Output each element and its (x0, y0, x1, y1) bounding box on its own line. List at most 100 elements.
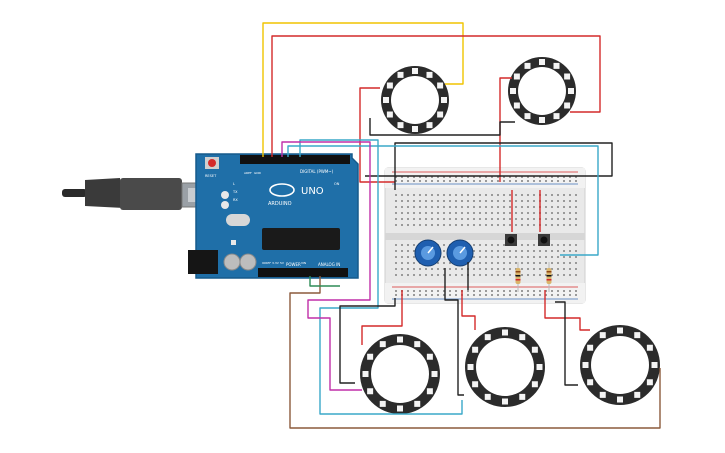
neopixel-led (467, 364, 474, 370)
analog-label: ANALOG IN (318, 262, 340, 267)
wire-green (309, 276, 340, 287)
neopixel-led (414, 341, 421, 348)
wire-black-bl (339, 298, 396, 384)
wire-black-top (369, 118, 515, 136)
breadboard (384, 167, 586, 304)
wire-brown (289, 276, 661, 429)
resistor-2 (546, 262, 552, 292)
vin-label: VIN (301, 261, 306, 265)
resistor-1 (515, 262, 521, 292)
neopixel-ring-top-left (381, 66, 449, 134)
neopixel-led (599, 391, 606, 398)
power-analog-header (258, 268, 348, 277)
wire-magenta (281, 141, 371, 391)
neopixel-led (379, 341, 386, 348)
neopixel-led (617, 396, 623, 403)
power-jack (188, 250, 218, 274)
neopixel-led (426, 353, 433, 360)
pin-3v3-label: 3.3V (272, 261, 280, 265)
wire-cyan-top (287, 145, 599, 256)
neopixel-led (587, 344, 594, 351)
neopixel-led (617, 327, 623, 334)
neopixel-led (472, 346, 479, 353)
neopixel-ring-bottom-right (580, 325, 660, 405)
neopixel-led (397, 336, 403, 343)
pushbutton-1[interactable] (505, 234, 517, 246)
wire-red-top (271, 35, 601, 157)
neopixel-led (362, 371, 369, 377)
led-l-label: L (233, 182, 235, 186)
neopixel-led (651, 362, 658, 368)
neopixel-led (510, 88, 516, 94)
reset-label: RESET (205, 174, 217, 178)
potentiometer-1[interactable] (414, 239, 442, 267)
aref-label: AREF (244, 171, 252, 175)
wires (262, 22, 661, 429)
neopixel-led (383, 97, 389, 103)
led-rx-label: RX (233, 198, 238, 202)
wire-red-bm (461, 290, 476, 330)
neopixel-led (484, 334, 491, 341)
neopixel-led (426, 71, 433, 78)
neopixel-led (484, 393, 491, 400)
neopixel-led (397, 71, 404, 78)
neopixel-ring-bottom-left (360, 334, 440, 414)
neopixel-led (426, 388, 433, 395)
wire-red-bl (361, 290, 403, 345)
neopixel-led (568, 88, 574, 94)
neopixel-led (426, 122, 433, 129)
neopixel-led (539, 59, 545, 65)
board-brand-text: ARDUINO (268, 201, 292, 207)
neopixel-led (397, 122, 404, 129)
neopixel-led (431, 371, 438, 377)
neopixel-led (367, 353, 374, 360)
neopixel-led (531, 346, 538, 353)
neopixel-led (412, 68, 418, 74)
power-label: POWER (286, 262, 301, 267)
neopixel-ring-bottom-middle (465, 327, 545, 407)
capacitor (223, 253, 241, 271)
wire-black-gnd (365, 142, 613, 190)
neopixel-led (553, 113, 560, 120)
neopixel-led (536, 364, 543, 370)
neopixel-led (582, 362, 589, 368)
board-logo-text: UNO (301, 186, 324, 197)
neopixel-led (634, 391, 641, 398)
arduino-logo (269, 183, 295, 197)
neopixel-led (634, 332, 641, 339)
neopixel-led (553, 62, 560, 69)
arduino-uno: UNO ARDUINO DIGITAL (PWM~) POWER ANALOG … (188, 153, 359, 279)
wire-black-bm (444, 268, 464, 396)
potentiometer-2[interactable] (446, 239, 474, 267)
neopixel-led (564, 102, 571, 109)
led-on-label: ON (334, 182, 340, 186)
crystal (226, 214, 250, 226)
neopixel-led (386, 111, 393, 118)
digital-label: DIGITAL (PWM~) (300, 169, 334, 174)
neopixel-ring-top-right (508, 57, 576, 125)
neopixel-led (519, 334, 526, 341)
neopixel-led (472, 381, 479, 388)
neopixel-led (587, 379, 594, 386)
neopixel-led (412, 126, 418, 132)
neopixel-led (524, 113, 531, 120)
neopixel-led (386, 82, 393, 89)
neopixel-led (367, 388, 374, 395)
neopixel-led (599, 332, 606, 339)
digital-header (240, 155, 350, 164)
gnd-label: GND (254, 171, 262, 175)
neopixel-led (414, 400, 421, 407)
neopixel-led (524, 62, 531, 69)
neopixel-led (646, 344, 653, 351)
pushbutton-2[interactable] (538, 234, 550, 246)
neopixel-led (531, 381, 538, 388)
neopixel-led (502, 398, 508, 405)
neopixel-led (437, 82, 444, 89)
neopixel-led (519, 393, 526, 400)
wire-yellow (262, 22, 464, 157)
neopixel-led (513, 73, 520, 80)
neopixel-led (441, 97, 447, 103)
neopixel-led (379, 400, 386, 407)
neopixel-led (397, 405, 403, 412)
